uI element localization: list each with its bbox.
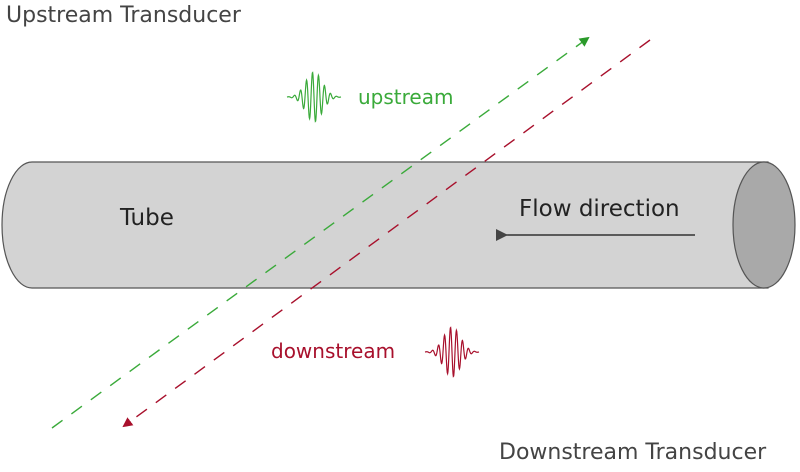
downstream-wave-packet-icon	[424, 326, 480, 378]
tube-body	[1, 161, 769, 289]
upstream-signal-path	[51, 36, 590, 429]
upstream-label: upstream	[358, 85, 454, 109]
downstream-transducer-label: Downstream Transducer	[499, 440, 767, 465]
tube-end-cap	[732, 161, 796, 289]
downstream-signal-path	[122, 39, 651, 428]
flow-direction-label: Flow direction	[519, 196, 680, 222]
tube-label: Tube	[120, 205, 174, 231]
upstream-transducer-label: Upstream Transducer	[6, 3, 241, 28]
downstream-label: downstream	[271, 339, 396, 363]
upstream-wave-packet-icon	[286, 71, 342, 123]
